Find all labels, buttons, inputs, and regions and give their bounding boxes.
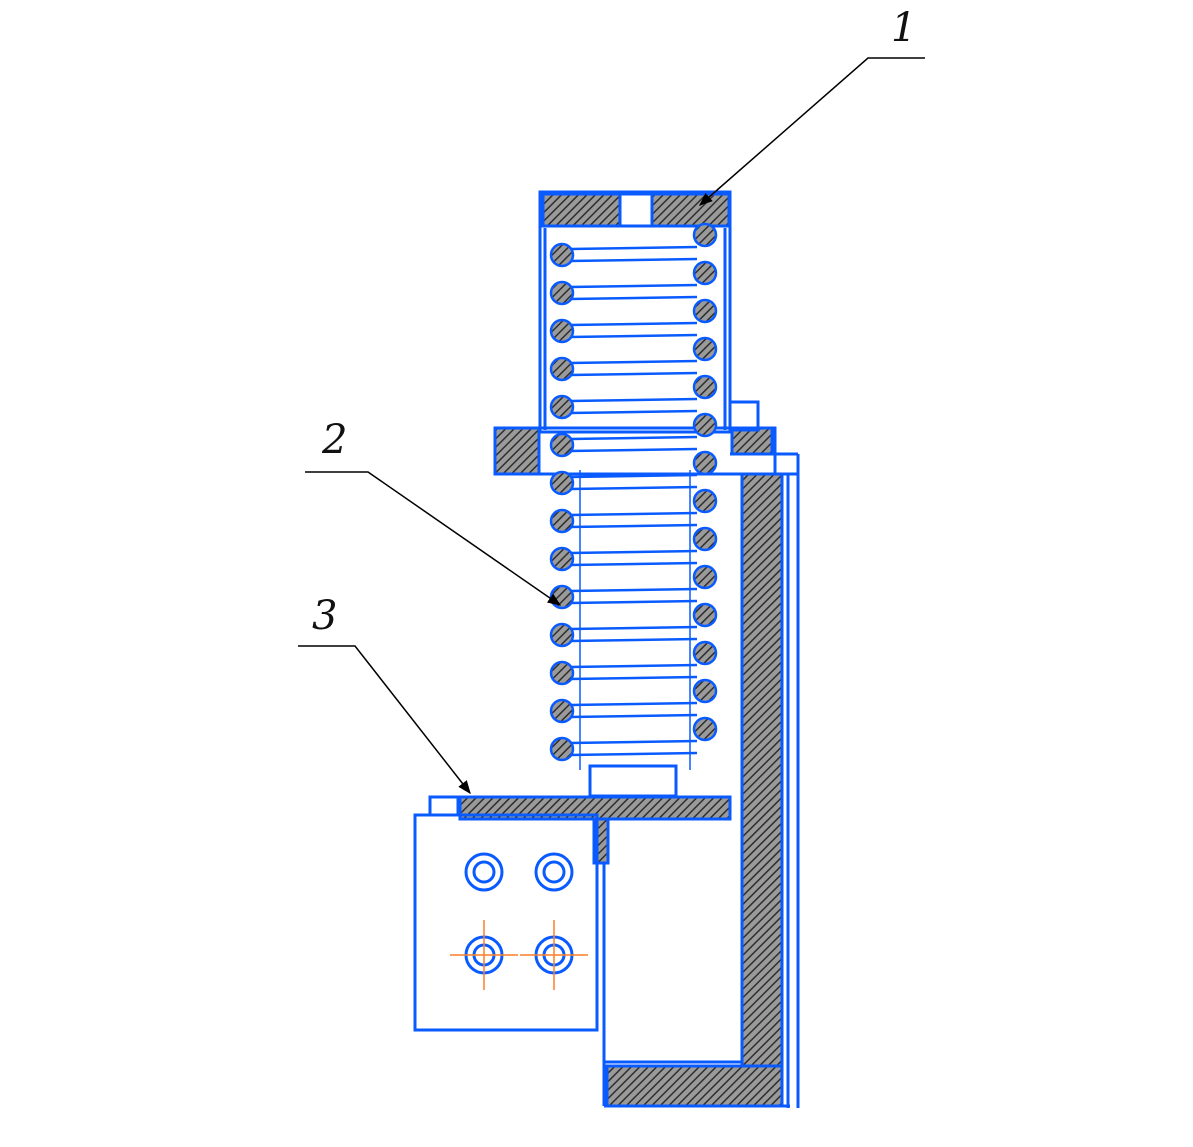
leader-line-1 (698, 57, 925, 206)
callout-label-1: 1 (891, 5, 917, 51)
spring-turn-line (569, 409, 698, 415)
mounting-block (413, 813, 599, 1032)
spring-wire-section (549, 394, 575, 420)
spring-wire-section (692, 564, 718, 590)
spring-wire-section (692, 336, 718, 362)
spring-wire-section (692, 526, 718, 552)
spring-housing-cap (538, 190, 732, 434)
spring-turn-line (569, 485, 698, 491)
spring-turn-line (569, 637, 698, 643)
spring-turn-line (569, 283, 698, 289)
spring-wire-section (549, 660, 575, 686)
spring-turn-line (569, 599, 698, 605)
spring-wire-section (692, 488, 718, 514)
spring-turn-line (569, 549, 698, 555)
spring-wire-section (549, 546, 575, 572)
spring-turn-line (569, 713, 698, 719)
hole-centerlines (450, 920, 588, 990)
spring-turn-line (569, 473, 698, 479)
side-bracket (602, 472, 800, 1108)
compression-spring (549, 222, 718, 770)
spring-wire-section (692, 678, 718, 704)
spring-wire-section (692, 222, 718, 248)
spring-turn-line (569, 561, 698, 567)
leader-line-2 (305, 471, 562, 606)
spring-wire-section (549, 432, 575, 458)
spring-turn-line (569, 587, 698, 593)
spring-turn-line (569, 751, 698, 757)
spring-turn-line (569, 523, 698, 529)
spring-wire-section (692, 298, 718, 324)
spring-turn-line (569, 435, 698, 441)
spring-wire-section (692, 374, 718, 400)
spring-wire-section (549, 280, 575, 306)
spring-wire-section (692, 450, 718, 476)
spring-turn-line (569, 701, 698, 707)
spring-wire-section (549, 736, 575, 762)
spring-wire-section (692, 602, 718, 628)
spring-turn-line (569, 359, 698, 365)
spring-wire-section (549, 508, 575, 534)
spring-wire-section (549, 356, 575, 382)
spring-wire-section (549, 242, 575, 268)
spring-wire-section (549, 622, 575, 648)
outline-layer (413, 190, 800, 1108)
spring-wire-section (549, 584, 575, 610)
spring-turn-line (569, 321, 698, 327)
spring-wire-section (549, 698, 575, 724)
spring-wire-section (692, 260, 718, 286)
spring-wire-section (549, 470, 575, 496)
spring-turn-line (569, 371, 698, 377)
spring-turn-line (569, 663, 698, 669)
spring-turn-line (569, 333, 698, 339)
spring-wire-section (692, 640, 718, 666)
spring-turn-line (569, 295, 698, 301)
spring-turn-line (569, 625, 698, 631)
leader-line-3 (298, 645, 471, 795)
spring-turn-line (569, 511, 698, 517)
spring-turn-line (569, 397, 698, 403)
callout-label-3: 3 (312, 593, 338, 639)
leader-lines (298, 57, 925, 795)
spring-turn-line (569, 257, 698, 263)
spring-turn-line (569, 447, 698, 453)
spring-wire-section (692, 412, 718, 438)
spring-wire-section (692, 716, 718, 742)
callout-label-2: 2 (322, 417, 348, 463)
spring-turn-line (569, 675, 698, 681)
spring-turn-line (569, 739, 698, 745)
spring-wire-section (549, 318, 575, 344)
spring-turn-line (569, 245, 698, 251)
